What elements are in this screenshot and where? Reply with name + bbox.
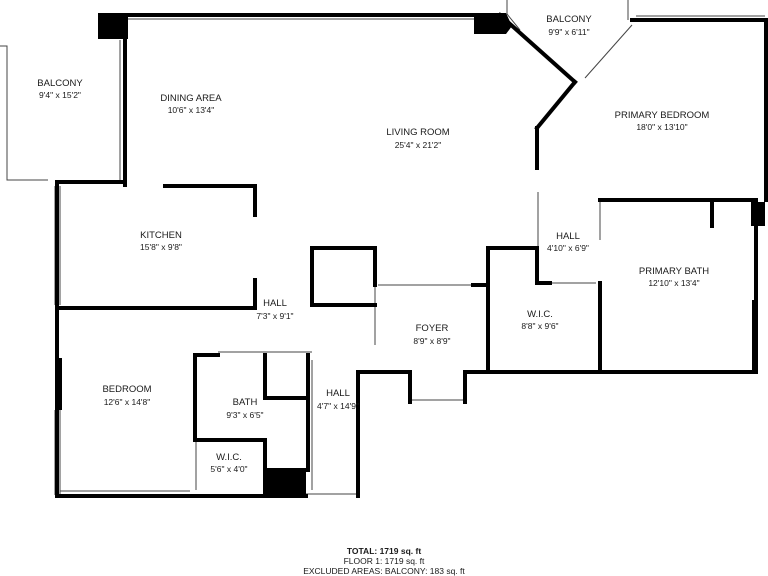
svg-text:W.I.C.: W.I.C.: [527, 309, 553, 320]
room-labels: BALCONY 9'4" x 15'2" DINING AREA 10'6" x…: [37, 14, 709, 474]
area-summary: TOTAL: 1719 sq. ft FLOOR 1: 1719 sq. ft …: [0, 546, 768, 576]
total-area: TOTAL: 1719 sq. ft: [346, 546, 422, 556]
hall-lower-label: HALL 4'7" x 14'9": [317, 388, 359, 411]
svg-text:PRIMARY BEDROOM: PRIMARY BEDROOM: [615, 110, 710, 121]
primary-bedroom-label: PRIMARY BEDROOM 18'0" x 13'10": [615, 110, 710, 132]
svg-text:BALCONY: BALCONY: [546, 14, 592, 25]
svg-text:KITCHEN: KITCHEN: [140, 230, 182, 241]
floor-area: FLOOR 1: 1719 sq. ft: [343, 556, 425, 566]
bedroom-label: BEDROOM 12'6" x 14'8": [102, 384, 151, 407]
svg-text:HALL: HALL: [326, 388, 350, 399]
svg-text:9'3" x 6'5": 9'3" x 6'5": [226, 410, 263, 420]
svg-text:9'9" x 6'11": 9'9" x 6'11": [548, 27, 589, 37]
hall-primary-label: HALL 4'10" x 6'9": [547, 231, 589, 253]
svg-text:FOYER: FOYER: [416, 323, 449, 334]
svg-text:4'10" x 6'9": 4'10" x 6'9": [547, 243, 589, 253]
svg-text:LIVING ROOM: LIVING ROOM: [386, 127, 449, 138]
walls: [55, 12, 768, 498]
svg-text:BALCONY: BALCONY: [37, 78, 83, 89]
svg-text:5'6" x 4'0": 5'6" x 4'0": [210, 464, 247, 474]
svg-text:12'6" x 14'8": 12'6" x 14'8": [104, 397, 151, 407]
svg-text:HALL: HALL: [556, 231, 580, 242]
wic-bedroom-label: W.I.C. 5'6" x 4'0": [210, 452, 247, 474]
primary-bath-label: PRIMARY BATH 12'10" x 13'4": [639, 266, 709, 288]
svg-text:W.I.C.: W.I.C.: [216, 452, 242, 463]
kitchen-label: KITCHEN 15'8" x 9'8": [140, 230, 182, 252]
svg-text:8'8" x 9'6": 8'8" x 9'6": [521, 321, 558, 331]
svg-text:BEDROOM: BEDROOM: [102, 384, 151, 395]
bath-label: BATH 9'3" x 6'5": [226, 397, 263, 420]
svg-text:15'8" x 9'8": 15'8" x 9'8": [140, 242, 182, 252]
dining-area-label: DINING AREA 10'6" x 13'4": [160, 93, 222, 115]
excluded-areas: EXCLUDED AREAS: BALCONY: 183 sq. ft: [303, 566, 465, 576]
structural-fills: [55, 13, 765, 498]
living-room-label: LIVING ROOM 25'4" x 21'2": [386, 127, 449, 150]
wic-primary-label: W.I.C. 8'8" x 9'6": [521, 309, 558, 331]
svg-text:BATH: BATH: [233, 397, 258, 408]
svg-text:12'10" x 13'4": 12'10" x 13'4": [648, 278, 699, 288]
svg-text:4'7" x 14'9": 4'7" x 14'9": [317, 401, 359, 411]
svg-text:9'4" x 15'2": 9'4" x 15'2": [39, 90, 81, 100]
balcony-west-label: BALCONY 9'4" x 15'2": [37, 78, 83, 100]
svg-text:PRIMARY BATH: PRIMARY BATH: [639, 266, 709, 277]
svg-text:25'4" x 21'2": 25'4" x 21'2": [395, 140, 442, 150]
foyer-label: FOYER 8'9" x 8'9": [413, 323, 450, 346]
svg-text:HALL: HALL: [263, 298, 287, 309]
balcony-north-label: BALCONY 9'9" x 6'11": [546, 14, 592, 37]
svg-text:7'3" x 9'1": 7'3" x 9'1": [256, 311, 293, 321]
hall-center-label: HALL 7'3" x 9'1": [256, 298, 293, 321]
svg-text:DINING AREA: DINING AREA: [160, 93, 222, 104]
svg-text:18'0" x 13'10": 18'0" x 13'10": [636, 122, 687, 132]
svg-text:8'9" x 8'9": 8'9" x 8'9": [413, 336, 450, 346]
thin-outlines: [0, 0, 765, 495]
svg-text:10'6" x 13'4": 10'6" x 13'4": [168, 105, 215, 115]
